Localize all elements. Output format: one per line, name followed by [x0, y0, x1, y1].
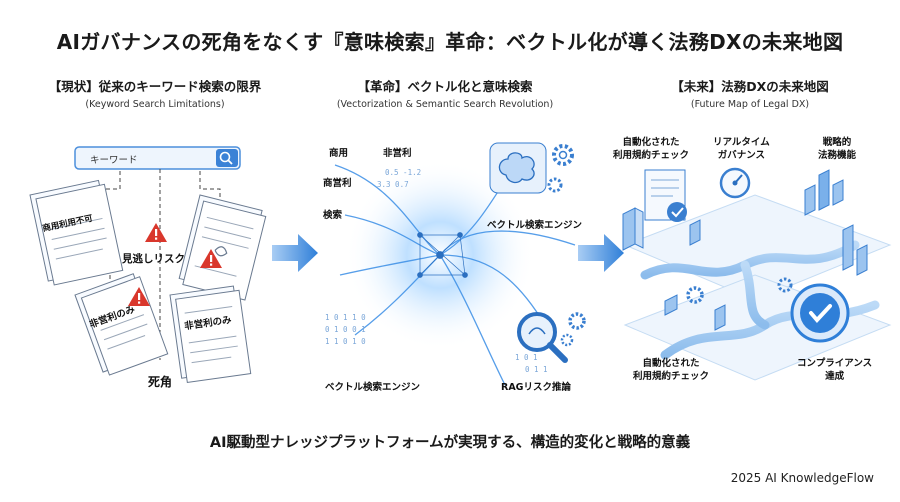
svg-text:0 1 0 0 1: 0 1 0 0 1: [325, 325, 366, 334]
column-subheading: (Vectorization & Semantic Search Revolut…: [336, 99, 554, 110]
gear-icon: [777, 277, 793, 293]
rag-label: RAGリスク推論: [501, 382, 571, 393]
future-label-strategic-legal: 戦略的 法務機能: [818, 137, 857, 161]
node-network: [417, 232, 468, 278]
future-label-auto-check: 自動化された 利用規約チェック: [613, 137, 690, 161]
warning-icon: [200, 249, 222, 268]
svg-text:1 0 1 1 0: 1 0 1 1 0: [325, 313, 366, 322]
gear-icon: [547, 177, 563, 193]
chart-icon: [804, 169, 844, 216]
word-label-search: 検索: [323, 210, 343, 221]
risk-label: 見逃しリスク: [122, 253, 185, 265]
map-platform: [623, 194, 892, 301]
check-icon: [790, 283, 850, 343]
arrow-right-icon: [272, 234, 318, 272]
word-label-mixed: 商営利: [323, 178, 352, 189]
column-heading: 【革命】ベクトル化と意味検索: [357, 79, 533, 94]
column-subheading: (Keyword Search Limitations): [85, 99, 225, 110]
document-2: [178, 194, 267, 301]
word-label-noncommercial: 非営利: [383, 148, 412, 159]
column-heading: 【現状】従来のキーワード検索の限界: [48, 79, 262, 94]
arrow-right-icon: [578, 234, 624, 272]
page-title: AIガバナンスの死角をなくす『意味検索』革命：ベクトル化が導く法務DXの未来地図: [56, 30, 844, 54]
engine-label-bottom: ベクトル検索エンジン: [325, 382, 421, 393]
future-label-realtime-governance: リアルタイム ガバナンス: [713, 137, 770, 161]
footer-credit: 2025 AI KnowledgeFlow: [730, 471, 874, 485]
bottom-summary: AI駆動型ナレッジプラットフォームが実現する、構造的変化と戦略的意義: [209, 435, 691, 451]
check-document-icon: [644, 169, 687, 222]
vector-streams: [334, 164, 576, 386]
gauge-icon: [719, 167, 751, 199]
search-icon: [219, 151, 233, 165]
future-label-auto-check-2: 自動化された 利用規約チェック: [633, 358, 710, 382]
future-panel: 自動化された 利用規約チェック リアルタイム ガバナンス 戦略的 法務機能 自動…: [605, 125, 895, 410]
search-placeholder: キーワード: [90, 155, 138, 166]
svg-text:1 0 1: 1 0 1: [515, 353, 538, 362]
gear-icon: [552, 144, 574, 166]
document-4: [169, 285, 252, 384]
gear-icon: [560, 333, 574, 347]
search-bar: [74, 146, 241, 170]
warning-icon: [145, 223, 167, 242]
future-map-illustration: [622, 167, 892, 381]
word-label-commercial: 商用: [329, 148, 349, 159]
magnifier-icon: [517, 312, 568, 363]
svg-text:3.3 0.7: 3.3 0.7: [377, 180, 409, 189]
current-panel: キーワード 商用利用不可 非営利のみ 非営利のみ 見逃しリスク 死角: [20, 125, 270, 410]
svg-text:0.5 -1.2: 0.5 -1.2: [385, 168, 421, 177]
vector-illustration: 1 0 1 1 0 0 1 0 0 1 1 1 0 1 0 0.5 -1.2 3.3 …: [325, 142, 586, 386]
blind-spot-label: 死角: [148, 375, 173, 389]
document-1: [29, 179, 124, 286]
gear-icon: [568, 312, 586, 330]
engine-label-top: ベクトル検索エンジン: [487, 220, 583, 231]
future-label-compliance: コンプライアンス 達成: [797, 358, 873, 382]
svg-text:0 1 1: 0 1 1: [525, 365, 548, 374]
gear-icon: [686, 286, 704, 304]
building-blocks: [622, 207, 868, 331]
column-header-future: 【未来】法務DXの未来地図 (Future Map of Legal DX): [600, 76, 900, 110]
binary-digits: 1 0 1 1 0 0 1 0 0 1 1 1 0 1 0 0.5 -1.2 3.3 …: [325, 168, 548, 374]
column-header-revolution: 【革命】ベクトル化と意味検索 (Vectorization & Semantic…: [295, 76, 595, 110]
column-subheading: (Future Map of Legal DX): [690, 99, 810, 110]
warning-icon: [128, 287, 150, 306]
revolution-panel: 1 0 1 1 0 0 1 0 0 1 1 1 0 1 0 0.5 -1.2 3.3 …: [315, 125, 605, 410]
column-header-current: 【現状】従来のキーワード検索の限界 (Keyword Search Limita…: [5, 76, 305, 110]
svg-text:1 1 0 1 0: 1 1 0 1 0: [325, 337, 366, 346]
column-heading: 【未来】法務DXの未来地図: [671, 79, 829, 94]
current-illustration: [29, 146, 267, 384]
brain-icon: [489, 142, 547, 194]
